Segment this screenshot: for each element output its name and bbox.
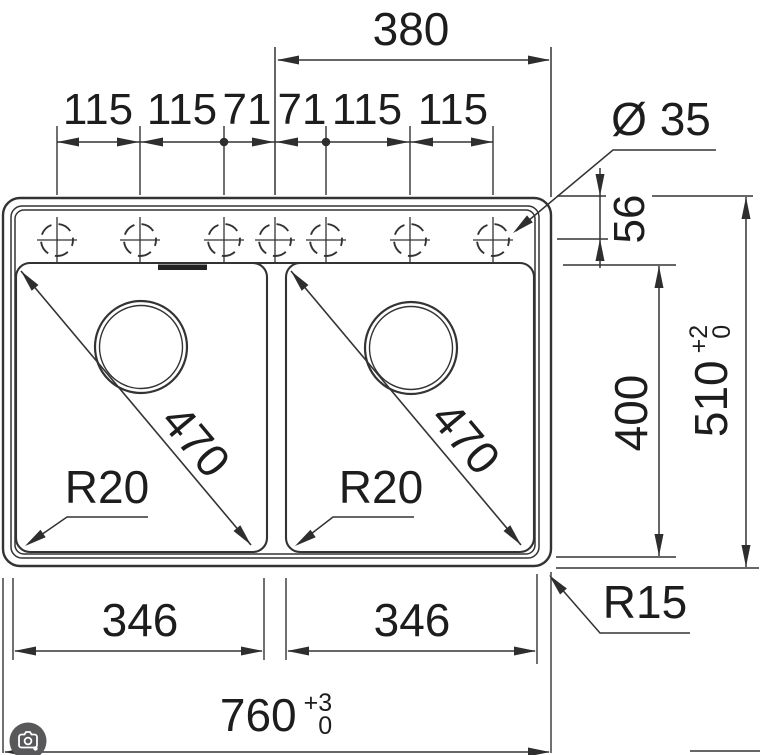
sink-outline <box>1 196 553 568</box>
chain-dot <box>219 137 229 147</box>
dim-56 <box>557 168 753 268</box>
dim-510-value: 510 <box>685 360 737 438</box>
dim-label-346-right: 346 <box>373 594 451 646</box>
dim-label-510: 510 +2 0 <box>685 324 737 438</box>
camera-lens-icon[interactable] <box>9 722 47 755</box>
dim-label-346-left: 346 <box>101 594 179 646</box>
drain-right <box>363 300 459 396</box>
dim-470-left <box>20 270 252 546</box>
dim-760-value: 760 <box>219 689 297 741</box>
sink-outer-edge <box>1 196 553 568</box>
arrow <box>513 215 533 233</box>
radius-label-r20-left: R20 <box>64 461 150 513</box>
tol-minus: 0 <box>318 712 333 740</box>
overflow-slot <box>158 264 207 270</box>
dim-label-71-2: 71 <box>277 85 327 134</box>
chain-dot <box>321 137 331 147</box>
leader-r20-left <box>25 516 148 546</box>
dim-label-56: 56 <box>605 194 654 244</box>
dim-346-left <box>12 578 265 660</box>
dim-label-115-4: 115 <box>417 85 489 134</box>
dim-510 <box>556 197 759 569</box>
faucet-hole-7 <box>473 217 513 263</box>
leader-r20-right <box>295 516 414 546</box>
dim-label-115-2: 115 <box>146 85 218 134</box>
dim-label-760: 760 +3 0 <box>219 689 333 741</box>
faucet-hole-2 <box>120 217 160 263</box>
dim-label-71-1: 71 <box>222 85 272 134</box>
dim-label-hole-diameter: Ø 35 <box>611 93 711 145</box>
radius-label-r15: R15 <box>602 576 688 628</box>
arrow-right <box>528 55 550 65</box>
sink-rim-outer <box>10 205 540 559</box>
faucet-holes <box>37 217 513 263</box>
dim-label-380: 380 <box>372 3 450 55</box>
tol-plus: +3 <box>303 689 333 717</box>
arrow-left <box>277 55 299 65</box>
dim-346-right <box>285 574 538 664</box>
dim-chain-holes <box>56 126 494 195</box>
faucet-hole-1 <box>37 217 77 263</box>
dim-label-115-1: 115 <box>62 85 134 134</box>
dim-470-right <box>290 270 522 546</box>
dim-label-400: 400 <box>605 374 657 452</box>
tol-minus: 0 <box>708 324 736 339</box>
dim-label-115-3: 115 <box>331 85 403 134</box>
bowl-left <box>14 261 269 554</box>
drain-left <box>93 299 189 395</box>
dim-380 <box>274 47 552 197</box>
faucet-hole-5 <box>306 217 346 263</box>
radius-label-r20-right: R20 <box>338 461 424 513</box>
leader-r15 <box>549 575 690 634</box>
dim-760 <box>2 572 760 755</box>
dim-400 <box>556 264 676 558</box>
dim-760-tolerance: +3 0 <box>303 689 333 740</box>
leader-hole-diameter <box>513 149 716 233</box>
faucet-hole-3 <box>204 217 244 263</box>
faucet-hole-4 <box>255 217 295 263</box>
dim-510-tolerance: +2 0 <box>685 324 736 354</box>
faucet-hole-6 <box>390 217 430 263</box>
